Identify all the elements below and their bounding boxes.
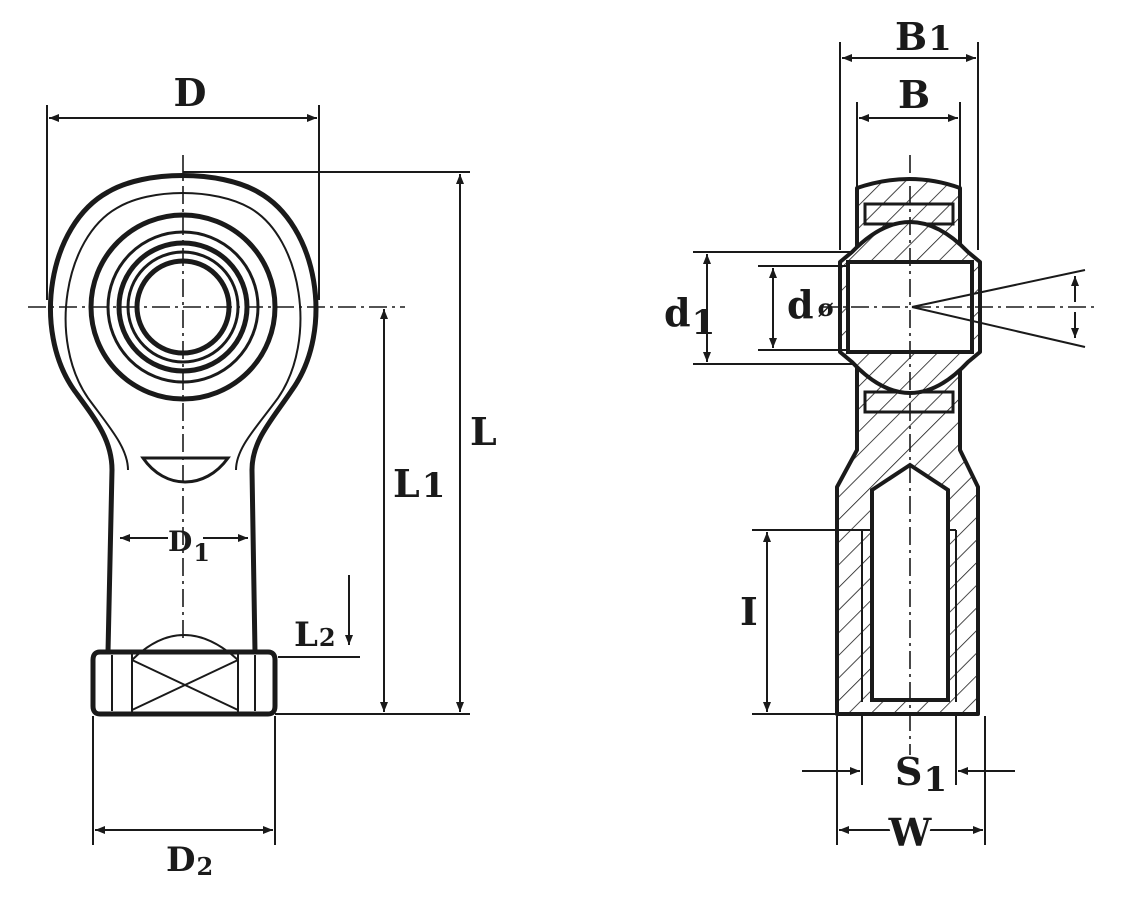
hex-cross-2 — [131, 659, 239, 711]
label-d1: d1 — [664, 290, 715, 343]
race-bottom — [863, 390, 955, 414]
label-D2: D2 — [166, 840, 213, 881]
label-B1: B1 — [895, 14, 952, 59]
label-L1: L1 — [393, 461, 445, 506]
hex-base — [90, 649, 278, 717]
label-S1: S1 — [895, 749, 947, 800]
label-W: W — [888, 810, 933, 855]
label-B: B — [898, 72, 930, 117]
front-view: D L L1 L2 D1 D2 — [28, 70, 497, 881]
hex-top-arc — [131, 634, 239, 661]
neck-boss — [140, 456, 231, 484]
front-body-outline — [47, 173, 319, 655]
label-L: L — [470, 409, 497, 454]
tilt-line-upper — [911, 269, 1086, 308]
label-D1: D1 — [168, 525, 210, 567]
label-D: D — [174, 70, 207, 115]
label-L2: L2 — [294, 615, 336, 655]
tilt-line-lower — [911, 306, 1086, 348]
label-I: I — [740, 589, 758, 634]
